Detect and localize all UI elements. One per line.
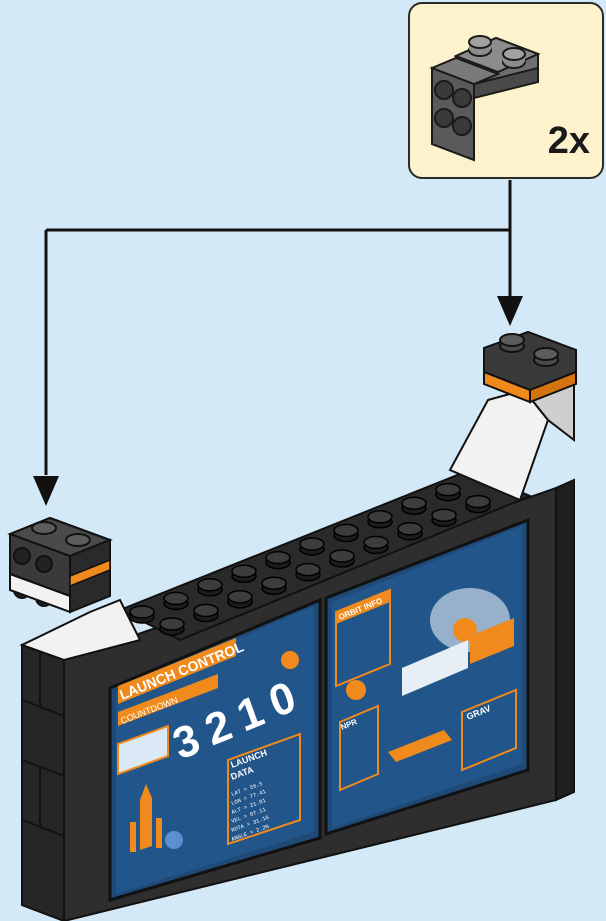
- stud: [198, 579, 222, 591]
- stud: [262, 577, 286, 589]
- stud: [228, 591, 252, 603]
- arrow-head-right: [497, 296, 523, 326]
- stud: [368, 511, 392, 523]
- stud: [466, 496, 490, 508]
- stud: [296, 564, 320, 576]
- stud: [334, 524, 358, 536]
- orange-orb-icon: [281, 651, 299, 669]
- arrow-head-left: [33, 476, 59, 506]
- stud: [300, 538, 324, 550]
- saturn-icon: [346, 680, 366, 700]
- stud: [130, 606, 154, 618]
- left-bracket: [10, 518, 110, 612]
- assembly-arrows: [46, 180, 510, 475]
- stud: [194, 604, 218, 616]
- stud: [266, 552, 290, 564]
- stud: [398, 523, 422, 535]
- stud: [330, 550, 354, 562]
- stud: [364, 536, 388, 548]
- stud: [432, 509, 456, 521]
- stud: [232, 565, 256, 577]
- stud: [160, 618, 184, 630]
- stud: [436, 484, 460, 496]
- planet-icon-left: [165, 831, 183, 849]
- stud: [402, 497, 426, 509]
- stud: [164, 592, 188, 604]
